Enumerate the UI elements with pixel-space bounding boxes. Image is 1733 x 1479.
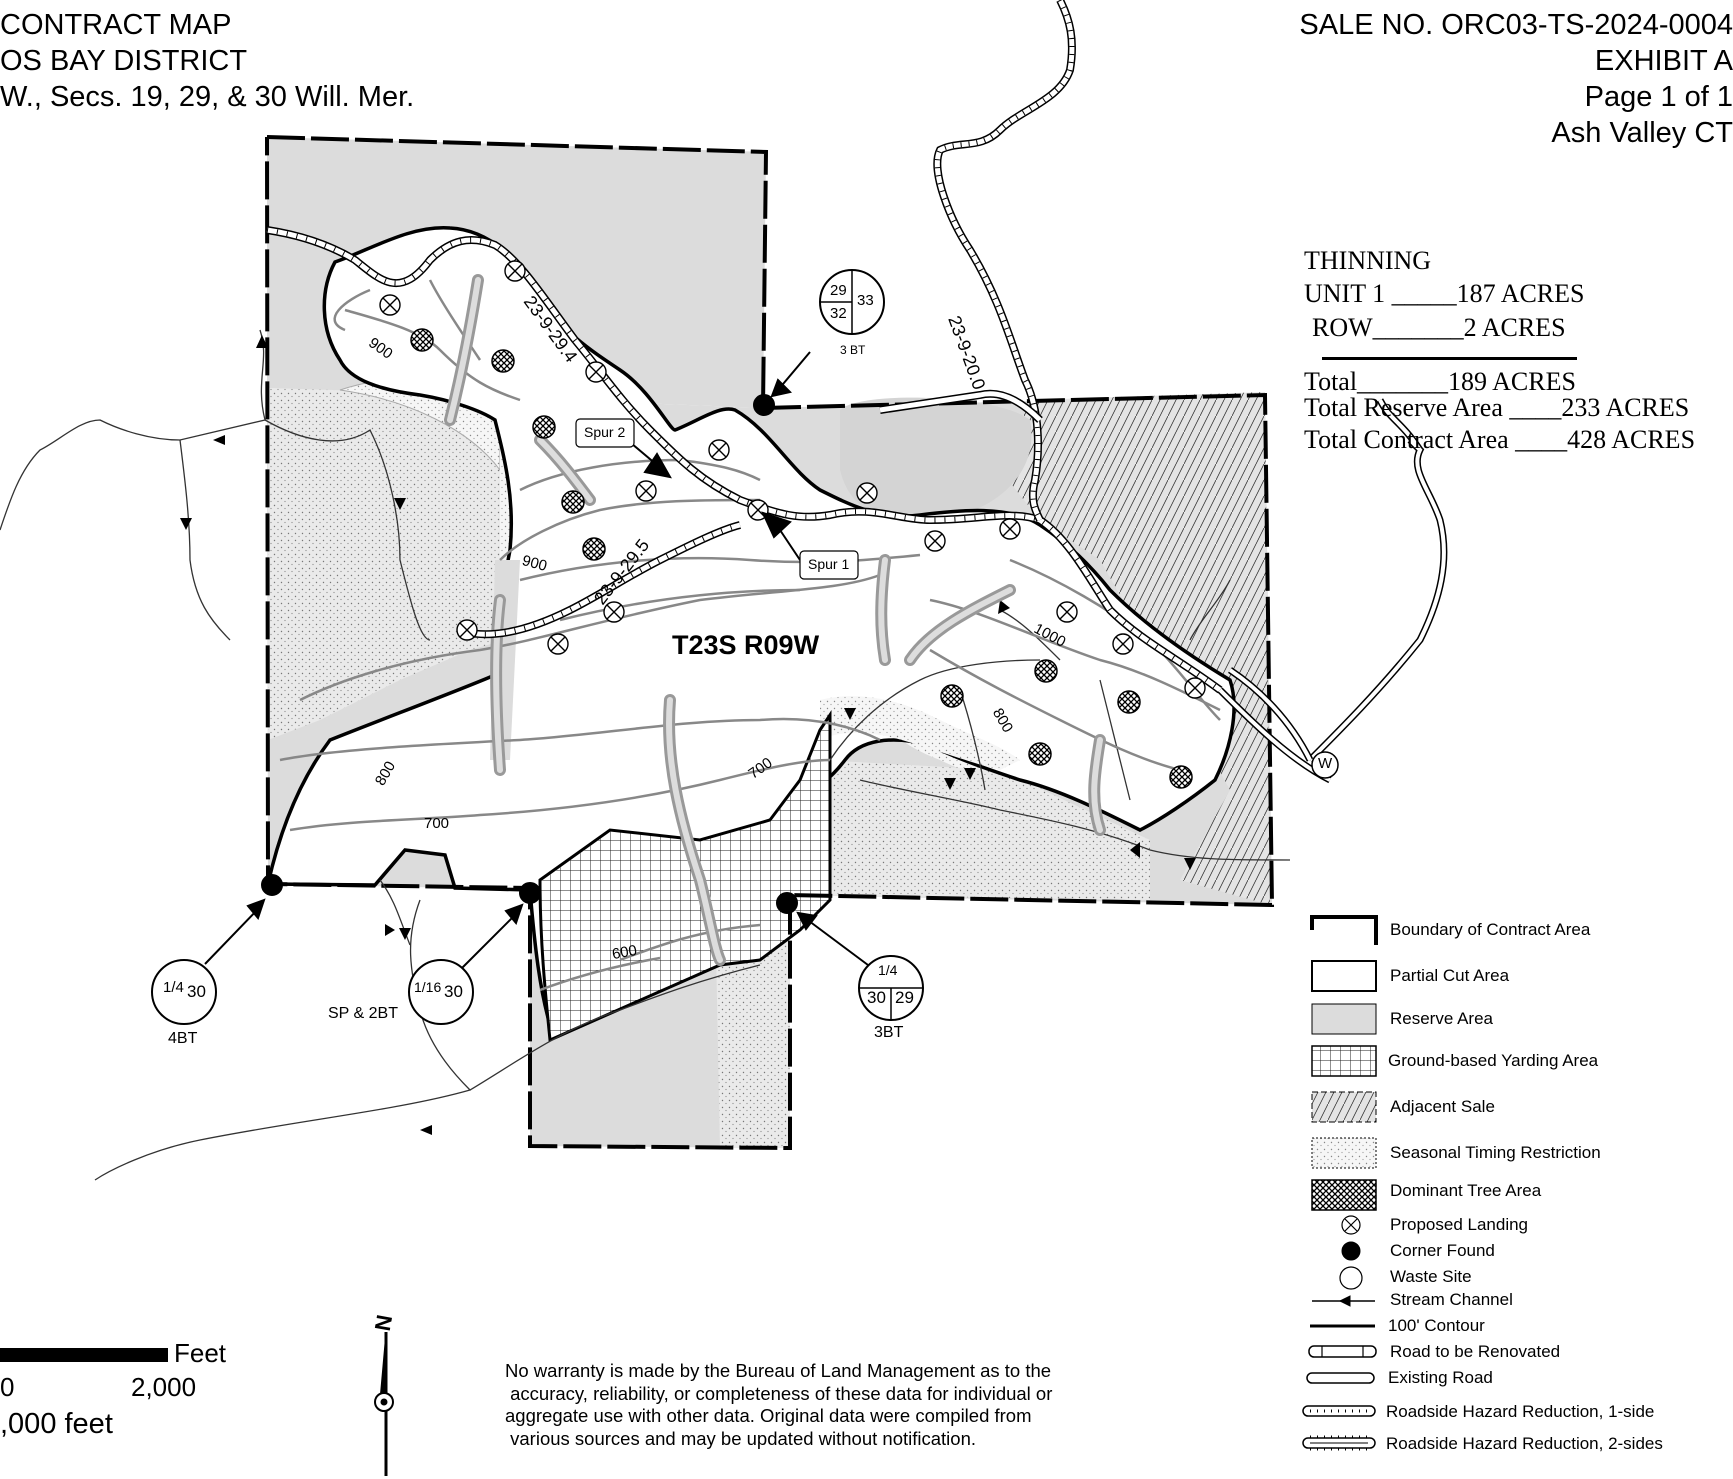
corner-se-note: 3BT (874, 1024, 904, 1041)
legend-stream: Stream Channel (1390, 1290, 1513, 1309)
title-district: OS BAY DISTRICT (0, 45, 248, 77)
legend-hazard-2: Roadside Hazard Reduction, 2-sides (1386, 1434, 1663, 1453)
corner-ne-note: 3 BT (840, 343, 866, 357)
corner-callouts (151, 269, 924, 1025)
legend-landing: Proposed Landing (1390, 1215, 1529, 1234)
scale-note: ,000 feet (0, 1408, 113, 1440)
corner-sw-num: 30 (187, 982, 206, 1001)
spur1-label: Spur 1 (808, 556, 850, 572)
stream-arrows (180, 335, 1196, 1135)
scale-right: 2,000 (131, 1372, 197, 1402)
acreage-total: Total_______189 ACRES (1304, 367, 1576, 396)
adjacent-sale-area (1000, 392, 1270, 905)
scale-unit: Feet (174, 1338, 227, 1368)
road-renovated (266, 0, 1223, 694)
legend-symbols (1302, 915, 1378, 1451)
waste-site-icon (1311, 751, 1339, 779)
contour-lines (279, 279, 1221, 992)
corner-ne-bl: 32 (830, 305, 847, 322)
sale-number: SALE NO. ORC03-TS-2024-0004 (1299, 9, 1733, 41)
legend-adjacent-sale: Adjacent Sale (1390, 1097, 1495, 1116)
legend-seasonal: Seasonal Timing Restriction (1390, 1143, 1601, 1162)
disclaimer: No warranty is made by the Bureau of Lan… (505, 1360, 1053, 1449)
legend-ground-yarding: Ground-based Yarding Area (1388, 1051, 1599, 1070)
spur-labels (575, 418, 859, 580)
legend-corner: Corner Found (1390, 1241, 1495, 1260)
corner-s-num: 30 (444, 982, 463, 1001)
acreage-reserve: Total Reserve Area ____233 ACRES (1304, 393, 1690, 422)
acreage-title: THINNING (1304, 246, 1432, 275)
page-label: Page 1 of 1 (1584, 81, 1733, 113)
stream-channels (0, 329, 1291, 1181)
legend-partial-cut: Partial Cut Area (1390, 966, 1510, 985)
corner-se-top: 1/4 (878, 962, 898, 978)
legend-hazard-1: Roadside Hazard Reduction, 1-side (1386, 1402, 1655, 1421)
spur-arrows (624, 437, 801, 561)
legend-boundary: Boundary of Contract Area (1390, 920, 1591, 939)
drainage-corridors (444, 274, 1106, 966)
legend-existing-road: Existing Road (1388, 1368, 1493, 1387)
exhibit-label: EXHIBIT A (1594, 45, 1733, 77)
acreage-contract: Total Contract Area ____428 ACRES (1304, 425, 1696, 454)
north-arrow (374, 1331, 394, 1476)
sale-name: Ash Valley CT (1551, 117, 1733, 149)
corner-ne-tr: 33 (857, 292, 874, 309)
scale-bar (0, 1348, 168, 1362)
contract-boundary (265, 135, 1275, 1151)
legend-dominant-tree: Dominant Tree Area (1390, 1181, 1542, 1200)
corner-se-bl: 30 (867, 988, 886, 1007)
waste-site-label: W (1318, 755, 1333, 772)
corner-s-frac: 1/16 (414, 979, 442, 995)
corner-se-br: 29 (895, 988, 914, 1007)
ground-yarding-area (538, 710, 832, 1043)
corner-sw-frac: 1/4 (163, 979, 184, 996)
legend-waste: Waste Site (1390, 1267, 1472, 1286)
legend-contour: 100' Contour (1388, 1316, 1485, 1335)
title-sections: W., Secs. 19, 29, & 30 Will. Mer. (0, 81, 415, 113)
title-contract-map: CONTRACT MAP (0, 9, 232, 41)
corner-sw-note: 4BT (168, 1030, 198, 1047)
corner-s-note: SP & 2BT (328, 1005, 398, 1022)
acreage-row: ROW_______2 ACRES (1312, 313, 1566, 342)
corner-markers (204, 351, 873, 969)
township-label: T23S R09W (672, 630, 820, 660)
legend-renovated-road: Road to be Renovated (1390, 1342, 1561, 1361)
proposed-landings (379, 260, 1206, 699)
dominant-tree-areas (410, 328, 1193, 789)
scale-left: 0 (0, 1372, 15, 1402)
acreage-unit1: UNIT 1 _____187 ACRES (1304, 279, 1585, 308)
acreage-divider (1322, 357, 1577, 360)
corner-ne-tl: 29 (830, 282, 847, 299)
contour-label-700a: 700 (424, 815, 450, 832)
spur2-label: Spur 2 (584, 424, 626, 440)
legend-reserve: Reserve Area (1390, 1009, 1493, 1028)
